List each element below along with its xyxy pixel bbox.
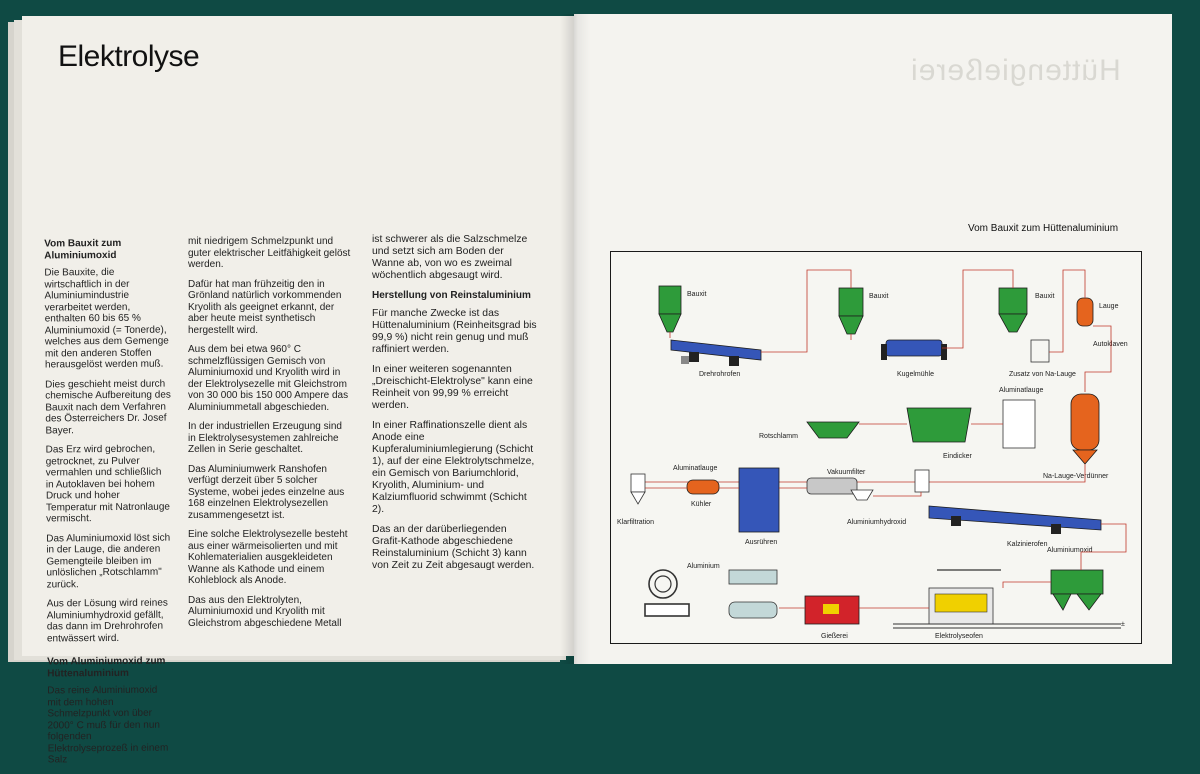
label-kugelmuehle: Kugelmühle (897, 371, 934, 378)
precipitator (738, 467, 780, 533)
label-vakuumfilter: Vakuumfilter (827, 469, 866, 476)
hopper-2 (838, 287, 864, 335)
clarifier (630, 473, 646, 505)
label-plusminus: ± (1121, 621, 1125, 628)
aluminate-tank (1002, 399, 1036, 449)
label-lauge: Lauge (1099, 303, 1119, 310)
lauge-tank (1076, 297, 1094, 327)
paragraph: In der industriellen Erzeugung sind in E… (188, 421, 342, 455)
text-column-2: mit niedrigem Schmelzpunkt und guter ele… (188, 236, 352, 637)
label-ausruehren: Ausrühren (745, 539, 777, 546)
left-page (22, 16, 574, 656)
label-elektrolyseofen: Elektrolyseofen (935, 633, 983, 640)
rotary-kiln-1 (670, 339, 762, 366)
paragraph: Für manche Zwecke ist das Hüttenaluminiu… (372, 308, 537, 355)
section-heading: Vom Bauxit zum Aluminiumoxid (44, 237, 122, 261)
label-bauxit-3: Bauxit (1035, 293, 1055, 300)
oxide-silo (1050, 569, 1104, 611)
hopper-1 (658, 285, 682, 333)
label-aluminiumhydroxid: Aluminiumhydroxid (847, 519, 906, 526)
electrolysis-cell (928, 569, 1001, 625)
paragraph: Das reine Aluminiumoxid mit dem hohen Sc… (47, 684, 169, 766)
label-giesserei: Gießerei (821, 633, 848, 640)
paragraph: Das Aluminiumoxid löst sich in der Lauge… (46, 532, 171, 590)
red-mud-tank (806, 421, 860, 439)
paragraph: Die Bauxite, die wirtschaftlich in der A… (44, 266, 169, 371)
paragraph: mit niedrigem Schmelzpunkt und guter ele… (188, 236, 351, 270)
label-verduenner: Na-Lauge-Verdünner (1043, 473, 1109, 480)
paragraph: Das Erz wird gebrochen, getrocknet, zu P… (45, 443, 170, 525)
calcination-kiln (914, 469, 1102, 534)
process-diagram-svg: Bauxit Drehrohrofen Bauxit Kugelmühle (617, 269, 1128, 640)
label-eindicker: Eindicker (943, 453, 972, 460)
paragraph: Dies geschieht meist durch chemische Auf… (45, 378, 171, 436)
text-column-1: Vom Bauxit zum Aluminiumoxid Die Bauxite… (44, 238, 174, 774)
vacuum-filter (806, 477, 874, 501)
paragraph: Das an der darüberliegenden Grafit-Katho… (372, 524, 535, 571)
paragraph: Aus der Lösung wird reines Aluminiumhydr… (46, 597, 168, 644)
label-zusatz: Zusatz von Na-Lauge (1009, 371, 1076, 378)
label-klarfiltration: Klarfiltration (617, 519, 654, 526)
process-diagram: Bauxit Drehrohrofen Bauxit Kugelmühle (610, 251, 1142, 644)
paragraph: Das Aluminiumwerk Ranshofen verfügt derz… (188, 463, 345, 521)
text-column-3: ist schwerer als die Salzschmelze und se… (372, 234, 538, 580)
autoclave (1070, 393, 1100, 465)
paragraph: ist schwerer als die Salzschmelze und se… (372, 234, 528, 281)
label-aluminatlauge-1: Aluminatlauge (999, 387, 1043, 394)
label-rotschlamm: Rotschlamm (759, 433, 798, 440)
paragraph: Dafür hat man frühzeitig den in Grönland… (188, 278, 342, 336)
paragraph: In einer weiteren sogenannten „Dreischic… (372, 364, 533, 411)
paragraph: In einer Raffinationszelle dient als Ano… (372, 420, 535, 515)
label-aluminiumoxid: Aluminiumoxid (1047, 547, 1093, 554)
ball-mill (881, 339, 947, 360)
page-title: Elektrolyse (58, 40, 200, 73)
label-kuehler: Kühler (691, 501, 712, 508)
mixing-tank (1030, 339, 1050, 363)
label-drehrohrofen: Drehrohrofen (699, 371, 740, 378)
label-autoklaven: Autoklaven (1093, 341, 1128, 348)
label-bauxit-2: Bauxit (869, 293, 889, 300)
label-aluminium: Aluminium (687, 563, 720, 570)
label-kalzinierofen: Kalzinierofen (1007, 541, 1048, 548)
hopper-3 (998, 287, 1028, 333)
figure-caption: Vom Bauxit zum Hüttenaluminium (968, 223, 1119, 234)
aluminium-products (644, 569, 778, 619)
cooler (686, 479, 720, 495)
section-heading: Vom Aluminiumoxid zum Hüttenaluminium (47, 655, 166, 679)
paragraph: Das aus den Elektrolyten, Aluminiumoxid … (188, 594, 342, 629)
thickener (906, 407, 972, 443)
page-gutter (560, 14, 590, 664)
paragraph: Aus dem bei etwa 960° C schmelzflüssigen… (188, 344, 349, 413)
show-through-title: Hüttengießerei (910, 54, 1121, 87)
casting-furnace (804, 595, 860, 625)
open-booklet: Elektrolyse Vom Bauxit zum Aluminiumoxid… (22, 14, 1172, 765)
section-heading: Herstellung von Reinstaluminium (372, 290, 531, 301)
paragraph: Eine solche Elektrolysezelle besteht aus… (188, 529, 348, 586)
label-aluminatlauge-2: Aluminatlauge (673, 465, 717, 472)
label-bauxit-1: Bauxit (687, 291, 707, 298)
